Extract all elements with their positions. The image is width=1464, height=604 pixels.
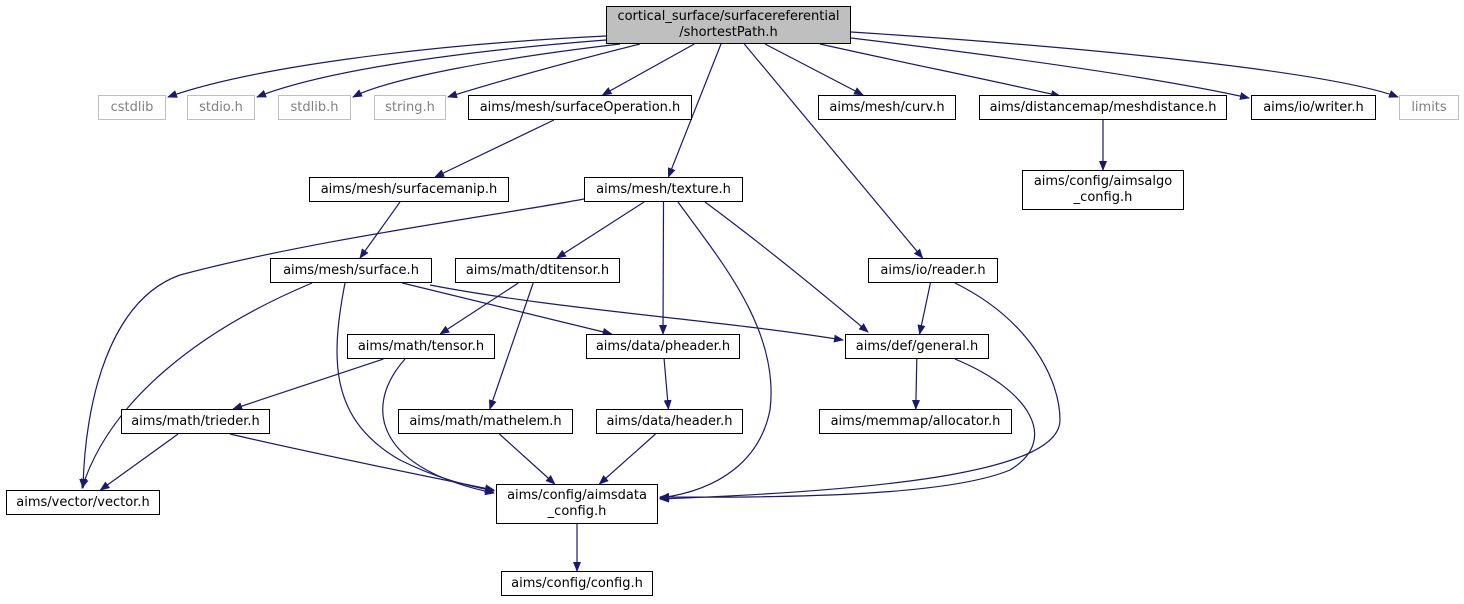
edge-n19-to-n23 [99,433,179,491]
edge-n15-to-n24 [659,282,1061,503]
edge-n5-to-n10 [434,119,555,178]
include-file-node[interactable]: aims/mesh/surfacemanip.h [309,177,509,202]
include-file-node[interactable]: aims/distancemap/meshdistance.h [979,95,1227,120]
include-file-node[interactable]: aims/io/writer.h [1251,95,1376,120]
edge-n13-to-n18 [429,284,844,343]
edge-n0-to-n1 [167,35,607,98]
edge-n18-to-n22 [911,358,920,410]
node-label: aims/io/reader.h [880,262,986,278]
edge-n13-to-n23 [80,282,313,489]
edge-n0-to-n2 [256,39,607,98]
edge-n0-to-n11 [667,43,722,178]
include-file-node[interactable]: aims/vector/vector.h [6,490,160,515]
include-file-node[interactable]: aims/data/header.h [596,409,743,434]
node-label: /shortestPath.h [679,25,778,40]
include-file-node[interactable]: aims/config/aimsalgo_config.h [1022,170,1184,210]
edge-n17-to-n21 [663,358,672,410]
node-label: aims/def/general.h [855,338,979,354]
edge-n21-to-n24 [598,433,656,485]
include-file-node[interactable]: aims/mesh/curv.h [818,95,956,120]
node-label: cortical_surface/surfacereferential [617,9,840,24]
node-label: aims/data/pheader.h [595,338,731,354]
edge-n15-to-n18 [917,282,931,335]
include-file-node[interactable]: aims/mesh/texture.h [584,177,743,202]
edge-n11-to-n18 [704,201,869,333]
node-label: aims/mesh/texture.h [596,181,731,197]
edge-n14-to-n20 [488,282,534,410]
node-label: aims/vector/vector.h [16,494,150,510]
edge-n0-to-n3 [352,43,621,98]
node-label: aims/distancemap/meshdistance.h [989,99,1217,115]
node-label: cstdlib [110,99,154,115]
node-label: aims/math/tensor.h [357,338,485,354]
node-label: aims/mesh/curv.h [829,99,945,115]
node-label: aims/mesh/surfacemanip.h [320,181,498,197]
edge-n0-to-n15 [743,43,924,259]
edge-n13-to-n17 [402,282,613,336]
edge-n20-to-n24 [498,433,556,485]
edge-n11-to-n23 [79,198,585,489]
edges-layer [79,31,1399,572]
node-label: aims/io/writer.h [1263,99,1364,115]
include-file-node[interactable]: aims/mesh/surfaceOperation.h [468,95,692,120]
include-file-node: limits [1399,95,1459,120]
edge-n0-to-n6 [764,43,864,96]
node-label: string.h [385,99,435,115]
edge-n14-to-n16 [439,282,519,335]
include-file-node[interactable]: aims/memmap/allocator.h [819,409,1012,434]
node-label: aims/math/trieder.h [131,413,260,429]
edge-n11-to-n17 [659,201,668,335]
node-label: aims/math/dtitensor.h [465,262,610,278]
edge-n18-to-n24 [659,358,1036,502]
edge-n0-to-n5 [601,43,695,96]
root-file-node[interactable]: cortical_surface/surfacereferential/shor… [606,6,851,44]
include-file-node[interactable]: aims/io/reader.h [868,258,998,283]
node-label: aims/mesh/surfaceOperation.h [479,99,681,115]
node-label: aims/data/header.h [606,413,733,429]
edge-n0-to-n8 [850,37,1250,100]
include-file-node[interactable]: aims/math/trieder.h [121,409,270,434]
edge-n11-to-n24 [659,201,772,501]
include-file-node: stdlib.h [278,95,351,120]
edge-n11-to-n14 [556,201,645,259]
node-label: _config.h [1073,190,1133,205]
include-file-node[interactable]: aims/math/dtitensor.h [455,258,620,283]
include-file-node[interactable]: aims/mesh/surface.h [270,258,432,283]
include-file-node[interactable]: aims/math/mathelem.h [398,409,573,434]
edge-n0-to-n9 [850,31,1399,98]
include-file-node: stdio.h [187,95,255,120]
edge-n0-to-n4 [447,43,641,99]
node-label: aims/mesh/surface.h [283,262,419,278]
include-file-node: string.h [374,95,446,120]
node-label: aims/math/mathelem.h [409,413,562,429]
include-file-node: cstdlib [98,95,166,120]
node-label: aims/config/aimsalgo [1033,174,1173,189]
include-file-node[interactable]: aims/config/config.h [501,571,653,596]
include-file-node[interactable]: aims/config/aimsdata_config.h [496,484,658,524]
edge-n16-to-n19 [232,358,384,410]
node-label: aims/config/aimsdata [507,488,647,503]
node-label: _config.h [547,504,607,519]
edge-n0-to-n7 [819,43,1061,98]
include-file-node[interactable]: aims/data/pheader.h [586,334,740,359]
node-label: aims/memmap/allocator.h [830,413,1001,429]
node-label: stdlib.h [290,99,339,115]
include-file-node[interactable]: aims/def/general.h [845,334,989,359]
node-label: stdio.h [199,99,243,115]
node-label: limits [1411,99,1447,115]
include-file-node[interactable]: aims/math/tensor.h [347,334,495,359]
node-label: aims/config/config.h [511,575,643,591]
edge-n19-to-n24 [229,433,495,493]
edge-n10-to-n13 [359,201,401,259]
